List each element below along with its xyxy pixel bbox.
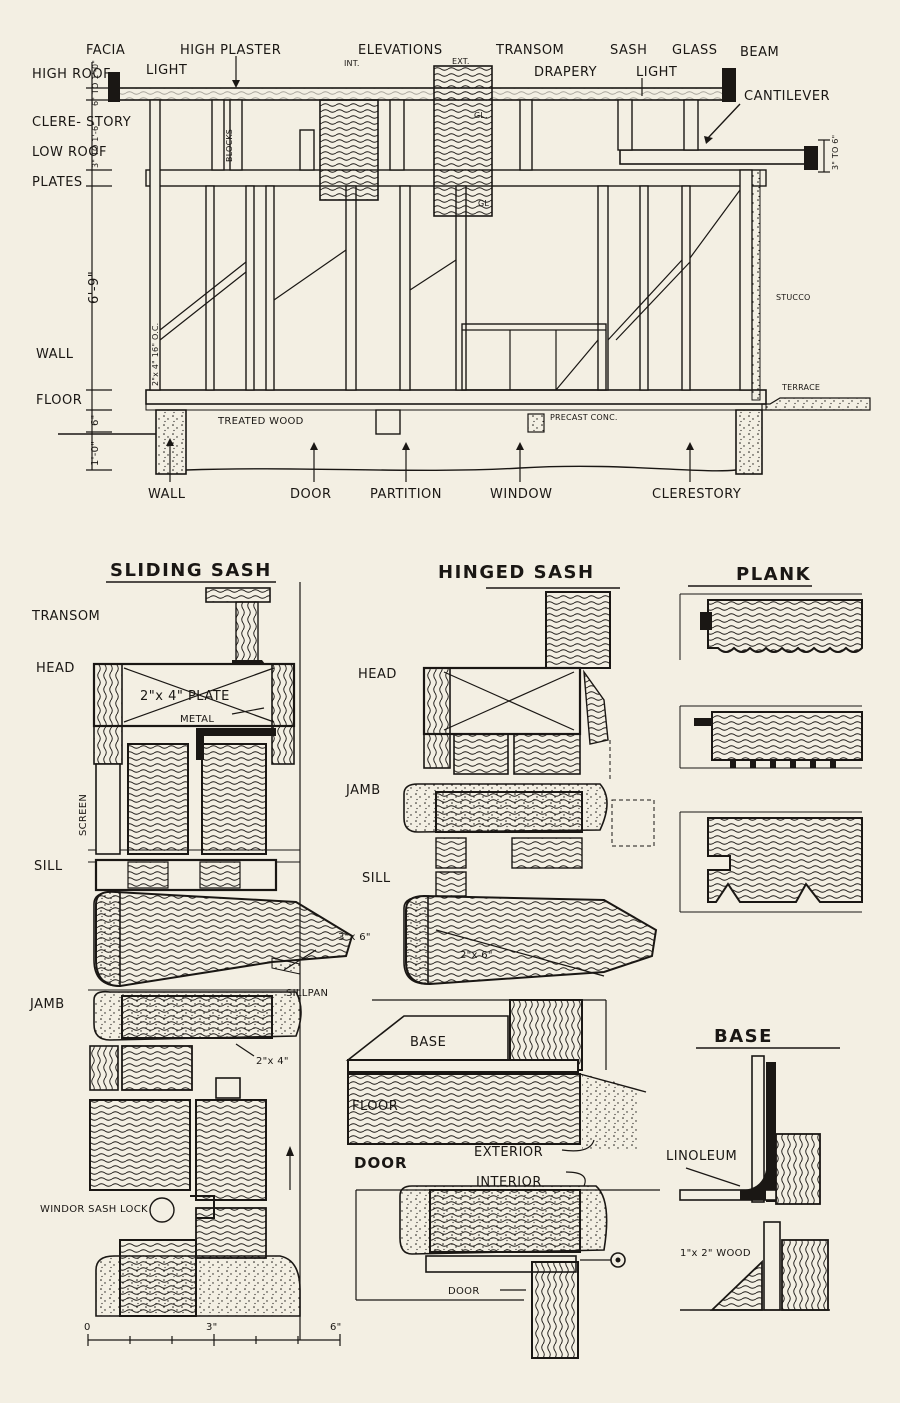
- label-facia: FACIA: [86, 43, 125, 58]
- label-plates: PLATES: [32, 175, 83, 190]
- label-bottom-partition: PARTITION: [370, 487, 442, 502]
- label-bottom-door: DOOR: [290, 487, 332, 502]
- building-section: HIGH ROOF CLERE- STORY LOW ROOF PLATES W…: [32, 43, 871, 502]
- label-ss-jamb: JAMB: [29, 997, 65, 1012]
- label-ss-plate: 2"x 4" PLATE: [140, 689, 230, 704]
- label-gl-1: GL.: [474, 111, 488, 120]
- label-glass: GLASS: [672, 43, 718, 58]
- dim-floor: 6": [90, 414, 101, 426]
- label-ss-head: HEAD: [36, 661, 75, 676]
- label-terrace: TERRACE: [781, 383, 820, 392]
- label-light-2: LIGHT: [636, 65, 677, 80]
- dim-high-roof: 6" TO 1'-0": [91, 60, 100, 106]
- label-blocks: BLOCKS: [225, 129, 234, 162]
- hinged-sash-title: HINGED SASH: [438, 562, 595, 583]
- dim-footing: 1'-0": [90, 441, 101, 466]
- label-elevations: ELEVATIONS: [358, 43, 443, 58]
- label-door-floor: FLOOR: [352, 1099, 398, 1114]
- label-bottom-clerestory: CLERESTORY: [652, 487, 741, 502]
- label-ss-sash-lock: WINDOR SASH LOCK: [40, 1204, 148, 1215]
- scale-end: 6": [330, 1322, 342, 1333]
- scale-mid: 3": [206, 1322, 218, 1333]
- dim-cantilever: 3" TO 6": [831, 135, 840, 170]
- label-high-plaster: HIGH PLASTER: [180, 43, 281, 58]
- label-drapery: DRAPERY: [534, 65, 597, 80]
- label-stucco: STUCCO: [776, 293, 811, 302]
- label-transom: TRANSOM: [495, 43, 564, 58]
- label-bottom-wall: WALL: [148, 487, 186, 502]
- label-hs-jamb: JAMB: [345, 783, 381, 798]
- door-detail: BASE FLOOR EXTERIOR DOOR INTERIOR DOOR: [345, 999, 660, 1359]
- label-bottom-window: WINDOW: [490, 487, 553, 502]
- label-door-interior: INTERIOR: [476, 1175, 542, 1190]
- label-ss-transom: TRANSOM: [31, 609, 100, 624]
- label-ss-metal: METAL: [180, 714, 214, 725]
- label-sash: SASH: [610, 43, 647, 58]
- label-ss-sillpan: SILLPAN: [286, 988, 328, 999]
- label-hs-sill: SILL: [362, 871, 391, 886]
- label-stud-spacing: 2"x 4" 16" O.C.: [151, 323, 160, 386]
- sliding-sash-title: SLIDING SASH: [110, 560, 272, 581]
- sliding-sash-detail: SLIDING SASH TRANSOM HEAD 2"x 4" PLATE M…: [29, 560, 371, 1346]
- plank-title: PLANK: [736, 564, 811, 585]
- label-hs-head: HEAD: [358, 667, 397, 682]
- label-int: INT.: [344, 59, 360, 68]
- label-linoleum: LINOLEUM: [666, 1149, 737, 1164]
- label-clerestory: CLERE- STORY: [32, 115, 131, 130]
- plank-detail: PLANK: [679, 564, 863, 913]
- dim-low-roof: 3" TO 1'-6": [91, 122, 100, 168]
- label-floor-side: FLOOR: [36, 393, 82, 408]
- label-ss-sill: SILL: [34, 859, 63, 874]
- label-door-exterior: EXTERIOR: [474, 1145, 543, 1160]
- label-hs-sill-lumber: 2"x 6": [460, 950, 493, 961]
- label-precast: PRECAST CONC.: [550, 413, 618, 422]
- label-treated-wood: TREATED WOOD: [217, 416, 304, 427]
- label-wall-side: WALL: [36, 347, 74, 362]
- label-gl-2: GL: [478, 199, 489, 208]
- label-high-roof-1: HIGH ROOF: [32, 67, 111, 82]
- label-base-wood: 1"x 2" WOOD: [680, 1248, 751, 1259]
- base-title: BASE: [714, 1026, 773, 1047]
- dim-wall-height: 6'-9": [87, 271, 102, 304]
- door-heading: DOOR: [354, 1154, 408, 1172]
- label-door-leaf: DOOR: [448, 1286, 480, 1297]
- scale-zero: 0: [84, 1322, 91, 1333]
- label-beam: BEAM: [740, 45, 779, 60]
- base-detail: BASE LINOLEUM 1"x 2" WOOD: [666, 1026, 840, 1311]
- label-cantilever: CANTILEVER: [744, 89, 830, 104]
- label-ss-sill-lumber: 3"x 6": [338, 932, 371, 943]
- label-light-1: LIGHT: [146, 63, 187, 78]
- label-low-roof: LOW ROOF: [32, 145, 107, 160]
- label-ss-jamb-lumber: 2"x 4": [256, 1056, 289, 1067]
- label-door-base: BASE: [410, 1035, 446, 1050]
- label-ext: EXT.: [452, 57, 470, 66]
- label-ss-screen: SCREEN: [78, 794, 89, 836]
- hinged-sash-detail: HINGED SASH HEAD JAMB SILL 2"x 6": [345, 562, 658, 986]
